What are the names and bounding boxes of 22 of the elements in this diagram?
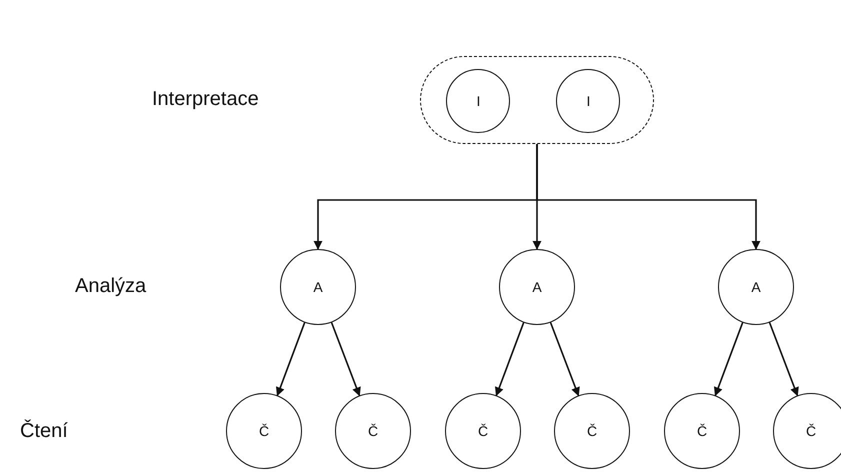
arrow	[550, 322, 580, 396]
arrow	[494, 322, 524, 396]
level-label: Čtení	[20, 420, 68, 443]
node-label: A	[532, 279, 542, 295]
node-label: Č	[806, 423, 816, 439]
arrow	[276, 322, 306, 396]
node-label: Č	[586, 423, 598, 439]
arrow	[714, 322, 744, 396]
node-label: Č	[368, 423, 378, 439]
arrow	[768, 322, 799, 396]
node-label: I	[476, 93, 480, 110]
dashed-group-box	[420, 56, 654, 144]
arrow	[536, 144, 760, 250]
level-label: Analýza	[75, 275, 146, 298]
arrow	[330, 322, 361, 396]
node-label: A	[313, 279, 323, 295]
node-label: Č	[478, 423, 488, 439]
node-label: I	[586, 93, 590, 110]
node-label: Č	[258, 423, 270, 439]
node-label: Č	[696, 423, 708, 439]
level-label: Interpretace	[152, 88, 259, 111]
node-label: A	[751, 279, 761, 295]
